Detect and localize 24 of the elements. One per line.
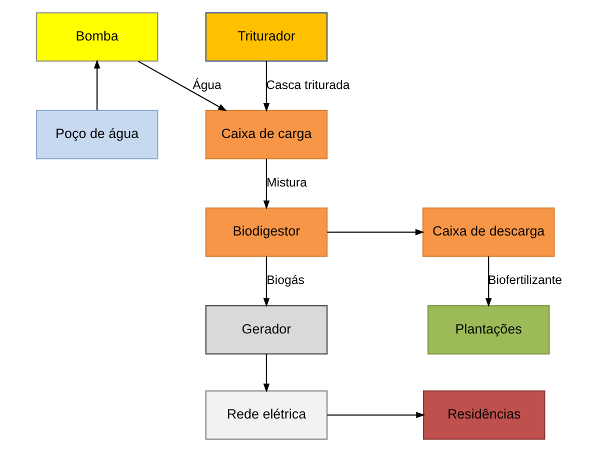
node-box: Residências: [422, 390, 545, 440]
edge-label: Mistura: [266, 176, 306, 190]
edge-label: Biogás: [266, 273, 304, 288]
edge-label: Biofertilizante: [488, 273, 562, 288]
arrow: [262, 354, 270, 393]
arrow: [262, 158, 270, 210]
node-box: Biodigestor: [204, 208, 328, 257]
node-box: Triturador: [204, 12, 328, 62]
node-box: Gerador: [204, 305, 328, 354]
arrow: [484, 256, 492, 308]
arrow: [137, 60, 227, 112]
edge-label: Casca triturada: [266, 78, 350, 92]
arrow: [262, 256, 270, 308]
node-box: Caixa de carga: [204, 110, 328, 160]
node-box: Rede elétrica: [204, 390, 328, 440]
node-box: Caixa de descarga: [422, 208, 554, 257]
node-box: Bomba: [35, 12, 158, 62]
arrow: [326, 229, 424, 236]
node-box: Poço de água: [35, 110, 158, 160]
arrow: [93, 59, 100, 110]
arrow: [326, 412, 425, 418]
edge-label: Água: [192, 78, 221, 92]
node-box: Plantações: [426, 305, 550, 354]
arrow: [262, 61, 270, 112]
